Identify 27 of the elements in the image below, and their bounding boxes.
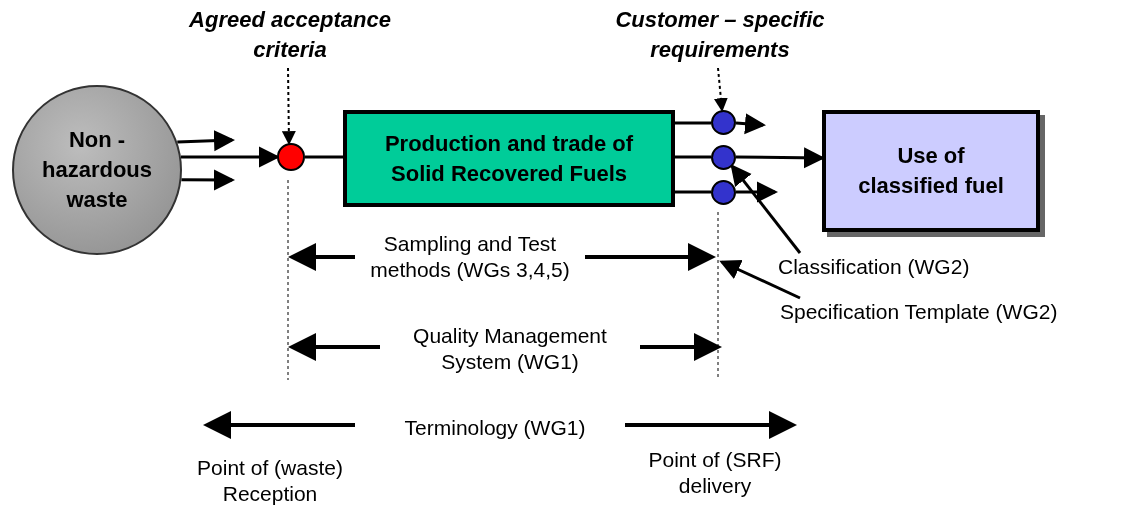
point-label: Point of (SRF) delivery bbox=[647, 447, 783, 499]
arrow bbox=[177, 130, 235, 152]
dimension-label: Quality Management System (WG1) bbox=[412, 323, 608, 375]
connection-point bbox=[711, 145, 736, 170]
connection-point bbox=[711, 110, 736, 135]
connection-point bbox=[711, 180, 736, 205]
dimension-label: Terminology (WG1) bbox=[403, 415, 587, 441]
arrow bbox=[281, 67, 296, 146]
criteria-note: Agreed acceptance criteria bbox=[165, 2, 415, 68]
arrow bbox=[713, 67, 728, 113]
dimension-label: Sampling and Test methods (WGs 3,4,5) bbox=[369, 231, 571, 283]
point-label: Point of (waste) Reception bbox=[196, 455, 344, 507]
connector-line bbox=[675, 121, 711, 125]
leader-line bbox=[730, 163, 802, 254]
criteria-note: Customer – specific requirements bbox=[595, 2, 845, 68]
connection-point bbox=[277, 143, 305, 171]
arrow bbox=[735, 113, 766, 135]
connector-line bbox=[305, 155, 343, 159]
leader-line bbox=[719, 260, 801, 300]
arrow bbox=[181, 169, 235, 191]
process-box: Production and trade of Solid Recovered Fuels bbox=[343, 110, 675, 207]
arrow bbox=[736, 181, 778, 203]
connector-line bbox=[675, 155, 711, 159]
circle-node: Non - hazardous waste bbox=[12, 85, 182, 255]
connector-line bbox=[675, 190, 711, 194]
callout-text: Specification Template (WG2) bbox=[780, 298, 1135, 326]
callout-text: Classification (WG2) bbox=[778, 253, 1038, 281]
